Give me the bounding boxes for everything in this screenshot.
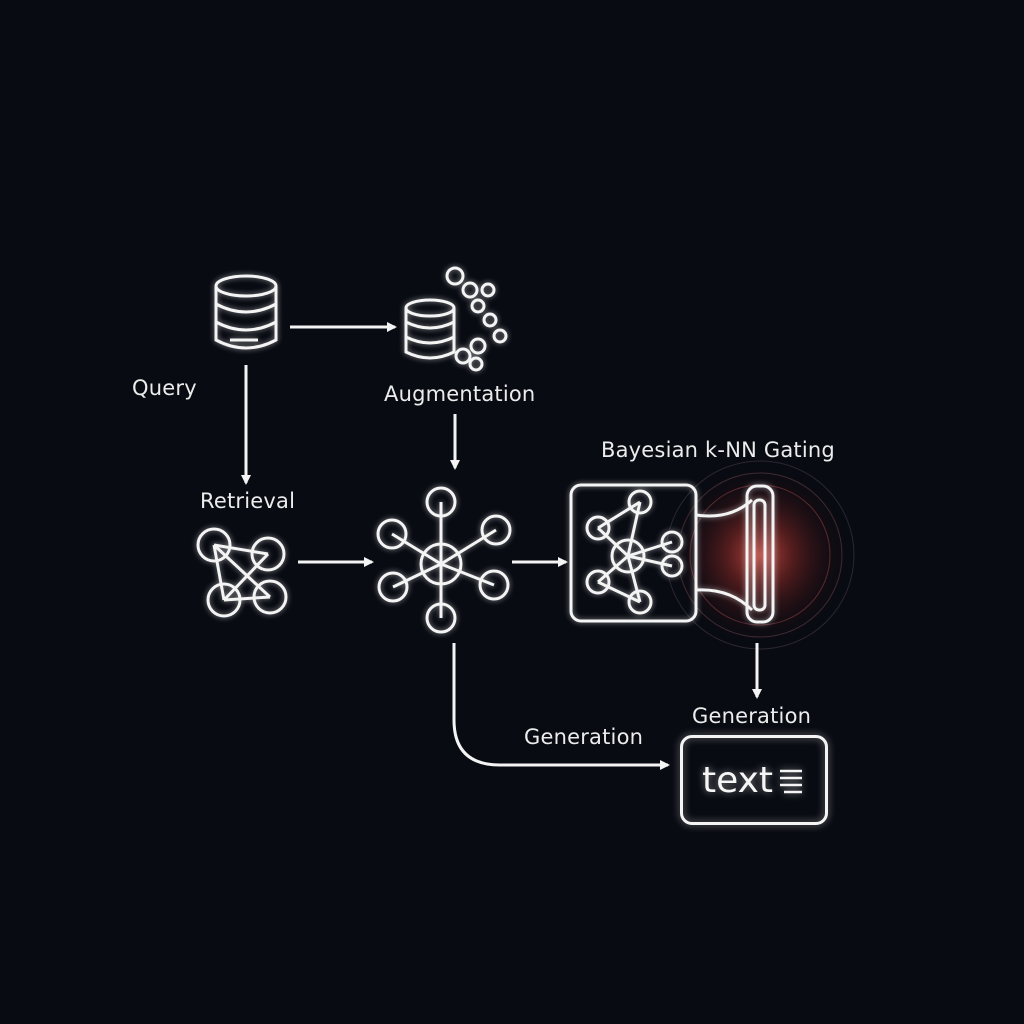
hub-network-icon — [376, 486, 512, 634]
retrieval-label: Retrieval — [200, 489, 296, 513]
database-with-clusters-icon — [404, 266, 508, 372]
query-label: Query — [132, 376, 197, 400]
text-lines-icon — [780, 769, 803, 794]
neural-network-gate-icon — [569, 483, 775, 624]
database-icon — [214, 274, 278, 350]
arrow-hub-output — [452, 643, 670, 770]
generation-label-left: Generation — [524, 725, 644, 749]
generation-label-right: Generation — [692, 704, 812, 728]
gating-label: Bayesian k-NN Gating — [601, 438, 835, 462]
output-text: text — [701, 759, 774, 801]
gating-glow — [665, 460, 855, 650]
connected-nodes-graph-icon — [196, 527, 288, 618]
augmentation-label: Augmentation — [384, 382, 536, 406]
text-output-box: text — [680, 735, 828, 825]
